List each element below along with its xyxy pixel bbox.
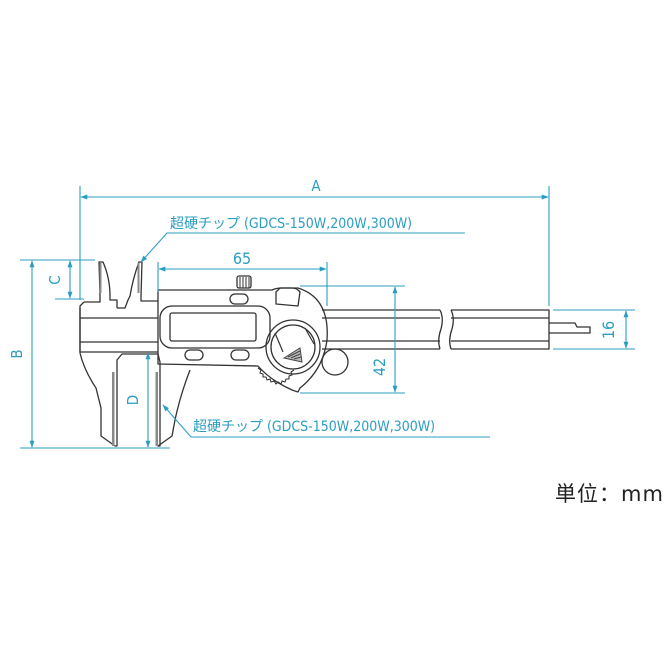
dim-b-label: B <box>8 349 26 358</box>
top-tip-callout: 超硬チップ (GDCS-150W,200W,300W) <box>170 216 412 232</box>
button-bottom-left <box>184 349 204 361</box>
dim-c-label: C <box>46 275 64 284</box>
dim-65-label: 65 <box>233 249 251 268</box>
main-beam <box>79 308 158 353</box>
beam-break-1 <box>438 309 443 350</box>
dim-a-label: A <box>311 177 321 195</box>
unit-label: 単位：mm <box>555 482 664 506</box>
beam-break-2 <box>449 309 454 350</box>
beam-right <box>322 309 440 350</box>
fixed-jaw <box>79 261 158 447</box>
top-tip-leader <box>140 232 465 263</box>
lcd-screen <box>169 312 257 342</box>
fine-roller-inner <box>270 324 316 370</box>
caliper-body <box>79 261 591 447</box>
locking-screw <box>236 275 252 289</box>
rotation-arrow-icon <box>282 347 303 363</box>
dim-42-label: 42 <box>370 358 389 376</box>
bottom-tip-callout: 超硬チップ (GDCS-150W,200W,300W) <box>193 419 435 435</box>
display-bezel <box>159 305 271 349</box>
carbide-tips <box>99 263 158 446</box>
thumb-wheel <box>257 367 295 385</box>
slider-body <box>157 287 328 393</box>
thumb-roller <box>321 348 349 376</box>
button-bottom-right <box>230 349 250 361</box>
button-top <box>229 293 249 305</box>
dim-d-label: D <box>124 395 142 405</box>
depth-rod <box>549 322 591 334</box>
beam-end <box>451 309 550 350</box>
bottom-tip-leader <box>162 404 490 438</box>
dim-16-label: 16 <box>599 321 618 339</box>
dimension-lines <box>20 186 635 449</box>
moving-lower-jaw <box>157 353 191 447</box>
fine-roller-outer <box>265 319 321 375</box>
moving-upper-jaw <box>117 261 158 309</box>
top-tab <box>275 287 301 307</box>
